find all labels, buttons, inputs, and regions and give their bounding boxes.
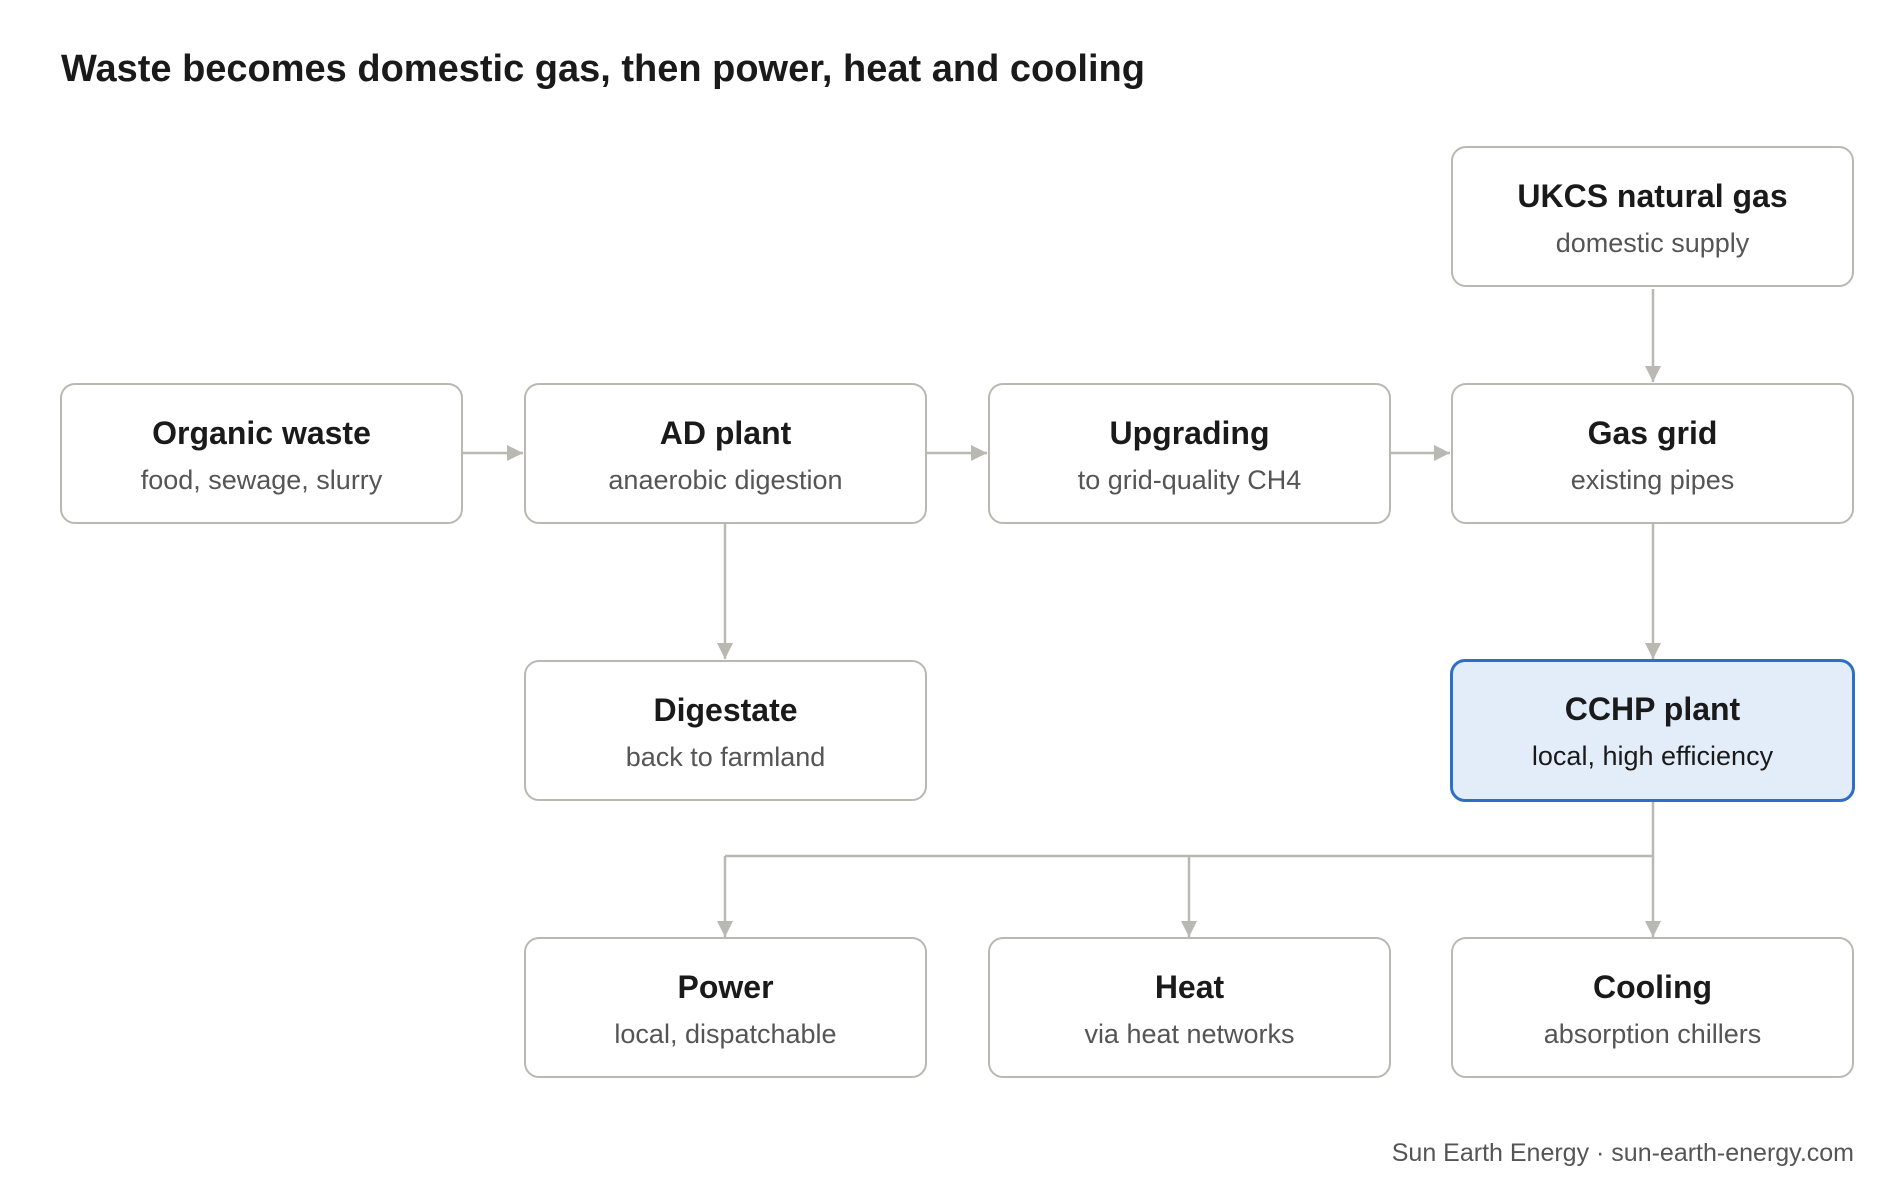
node-label: Upgrading [1109, 415, 1270, 451]
node-sublabel: back to farmland [625, 742, 826, 772]
node-label: UKCS natural gas [1517, 178, 1788, 214]
node-label: Gas grid [1587, 415, 1718, 451]
node-sublabel: existing pipes [1570, 465, 1735, 495]
node-organic-waste: Organic waste food, sewage, slurry [60, 383, 463, 524]
node-cchp-plant: CCHP plant local, high efficiency [1450, 659, 1855, 802]
node-label: Cooling [1592, 969, 1713, 1005]
node-heat: Heat via heat networks [988, 937, 1391, 1078]
diagram-title: Waste becomes domestic gas, then power, … [61, 48, 1145, 90]
edge-cchp-split [725, 802, 1655, 858]
node-power: Power local, dispatchable [524, 937, 927, 1078]
node-label: CCHP plant [1564, 691, 1741, 727]
node-sublabel: local, high efficiency [1531, 741, 1774, 771]
node-gas-grid: Gas grid existing pipes [1451, 383, 1854, 524]
node-ukcs-natural-gas: UKCS natural gas domestic supply [1451, 146, 1854, 287]
source-credit: Sun Earth Energy · sun-earth-energy.com [1391, 1139, 1854, 1167]
node-cooling: Cooling absorption chillers [1451, 937, 1854, 1078]
node-upgrading: Upgrading to grid-quality CH4 [988, 383, 1391, 524]
node-label: AD plant [659, 415, 792, 451]
node-sublabel: via heat networks [1084, 1019, 1295, 1049]
node-label: Organic waste [152, 415, 371, 451]
node-sublabel: to grid-quality CH4 [1077, 465, 1302, 495]
node-sublabel: local, dispatchable [614, 1019, 837, 1049]
node-label: Digestate [653, 692, 798, 728]
node-sublabel: food, sewage, slurry [140, 465, 383, 495]
node-sublabel: domestic supply [1555, 228, 1750, 258]
node-sublabel: absorption chillers [1543, 1019, 1762, 1049]
node-ad-plant: AD plant anaerobic digestion [524, 383, 927, 524]
node-digestate: Digestate back to farmland [524, 660, 927, 801]
node-sublabel: anaerobic digestion [608, 465, 843, 495]
node-label: Heat [1154, 969, 1225, 1005]
node-label: Power [677, 969, 774, 1005]
